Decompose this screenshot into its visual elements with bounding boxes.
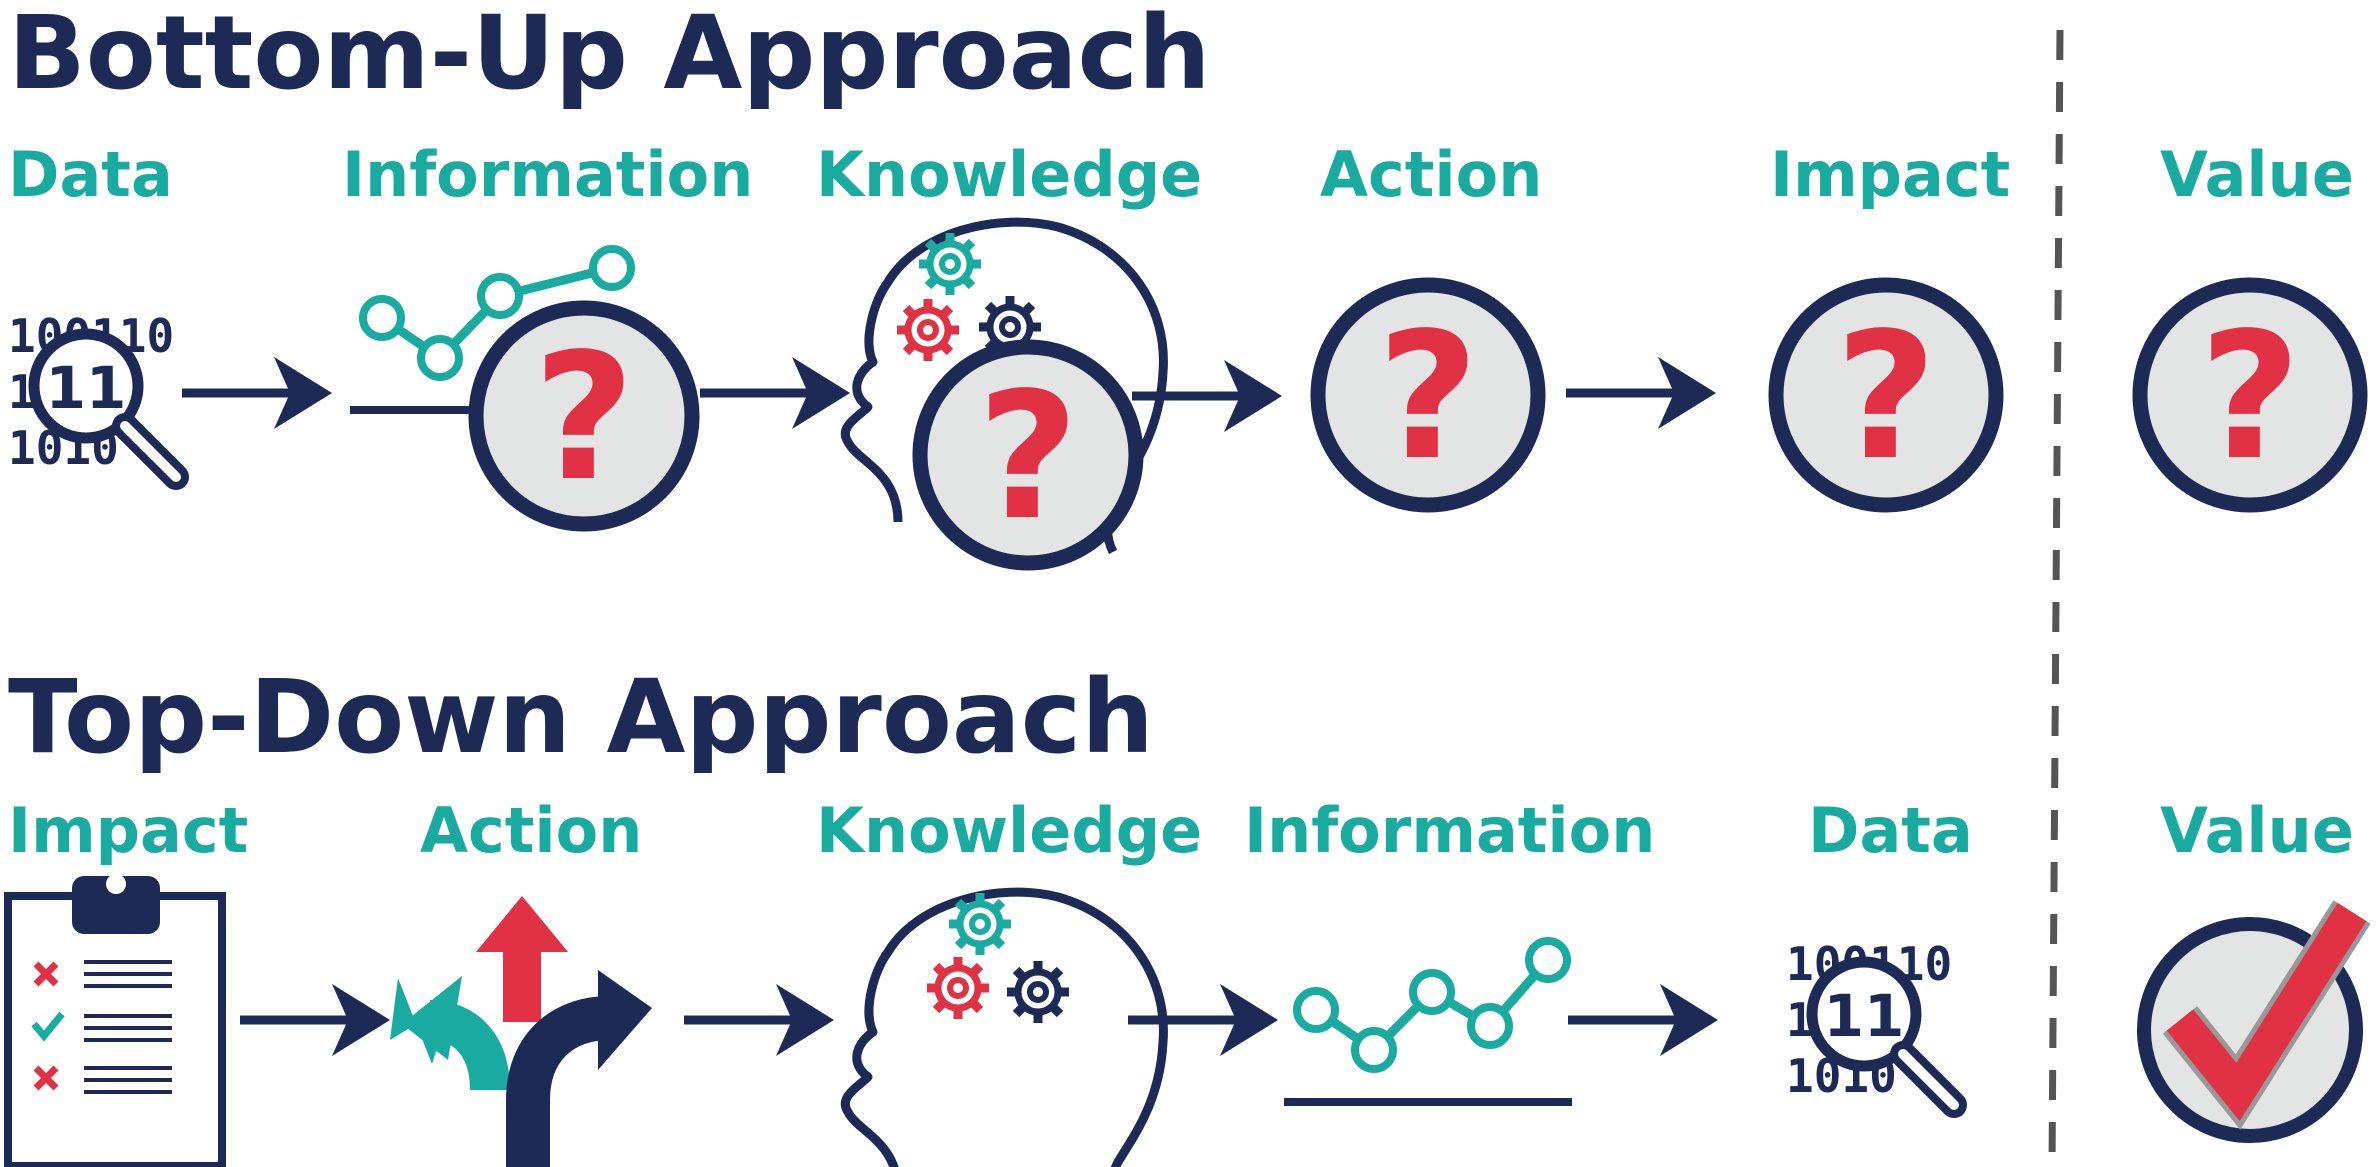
question-circle-icon: ? (912, 339, 1144, 571)
question-mark: ? (2199, 296, 2301, 499)
question-mark: ? (533, 317, 635, 520)
check-icon (31, 1011, 65, 1042)
td-arrow-3 (1128, 984, 1278, 1056)
bu-label-knowledge: Knowledge (816, 138, 1202, 211)
diverging-arrows-icon (390, 896, 652, 1167)
question-mark: ? (1835, 296, 1937, 499)
td-label-data: Data (1808, 794, 1973, 867)
bu-label-impact: Impact (1770, 138, 2010, 211)
td-label-information: Information (1244, 794, 1655, 867)
td-label-action: Action (420, 794, 642, 867)
question-circle-icon: ? (1310, 277, 1546, 513)
clipboard-checklist-icon (4, 874, 226, 1167)
magnifier-binary-icon: 100110 1 1010 11 (8, 309, 189, 490)
top-down-title: Top-Down Approach (8, 658, 1154, 777)
td-label-knowledge: Knowledge (816, 794, 1202, 867)
bu-label-information: Information (342, 138, 753, 211)
bu-label-action: Action (1320, 138, 1542, 211)
question-circle-icon: ? (1768, 277, 2004, 513)
magnifier-binary-icon: 100110 1 1010 11 (1786, 937, 1967, 1118)
bottom-up-title: Bottom-Up Approach (8, 0, 1211, 113)
td-label-impact: Impact (8, 794, 248, 867)
magnifier-number: 11 (1824, 982, 1905, 1050)
cross-icon (33, 961, 59, 987)
checkmark-icon (2137, 900, 2371, 1143)
td-label-value: Value (2160, 794, 2354, 867)
value-divider (2048, 29, 2064, 1167)
question-mark: ? (977, 356, 1079, 559)
td-arrow-4 (1568, 984, 1718, 1056)
question-mark: ? (1377, 296, 1479, 499)
td-arrow-2 (684, 984, 834, 1056)
bu-arrow-4 (1566, 357, 1716, 429)
td-arrow-1 (240, 984, 390, 1056)
cross-icon (33, 1065, 59, 1091)
question-circle-icon: ? (468, 300, 700, 532)
question-circle-icon: ? (2132, 277, 2368, 513)
head-gears-icon (845, 892, 1163, 1167)
magnifier-number: 11 (46, 354, 127, 422)
bu-arrow-2 (700, 357, 850, 429)
line-graph-icon (1284, 937, 1572, 1106)
bu-label-data: Data (8, 138, 173, 211)
bu-arrow-1 (182, 357, 332, 429)
bu-label-value: Value (2160, 138, 2354, 211)
